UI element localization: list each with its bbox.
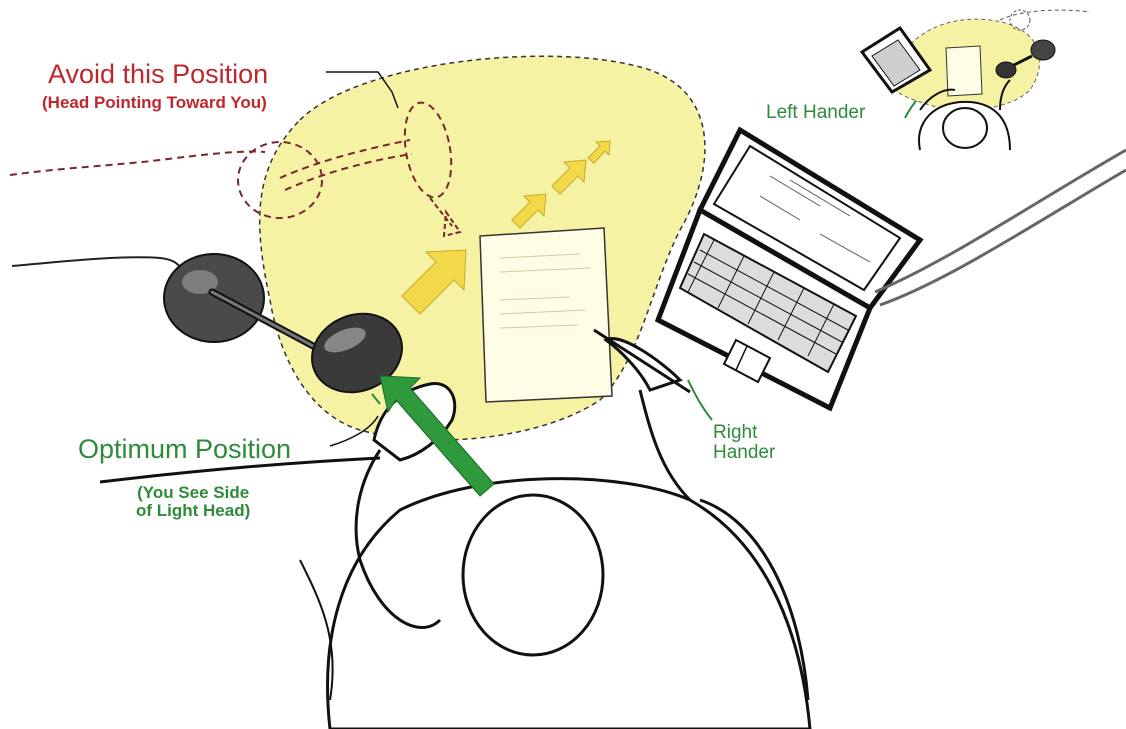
laptop-cables — [875, 150, 1126, 305]
right-hander-line1: Right — [713, 423, 775, 443]
optimum-position-subtitle: (You See Side of Light Head) — [136, 484, 250, 520]
right-hander-label: Right Hander — [713, 423, 775, 463]
left-hander-label: Left Hander — [766, 103, 865, 123]
paper-sheet-icon — [480, 228, 612, 402]
optimum-subtitle-line2: of Light Head) — [136, 502, 250, 520]
avoid-position-subtitle: (Head Pointing Toward You) — [42, 94, 267, 112]
left-hander-inset — [862, 10, 1090, 150]
right-hander-pointer — [688, 380, 712, 420]
right-hander-line2: Hander — [713, 443, 775, 463]
lamp-cord — [12, 257, 183, 285]
avoid-position-title: Avoid this Position — [48, 60, 268, 88]
laptop-icon — [658, 130, 1126, 408]
optimum-position-title: Optimum Position — [78, 435, 291, 463]
optimum-subtitle-line1: (You See Side — [136, 484, 250, 502]
